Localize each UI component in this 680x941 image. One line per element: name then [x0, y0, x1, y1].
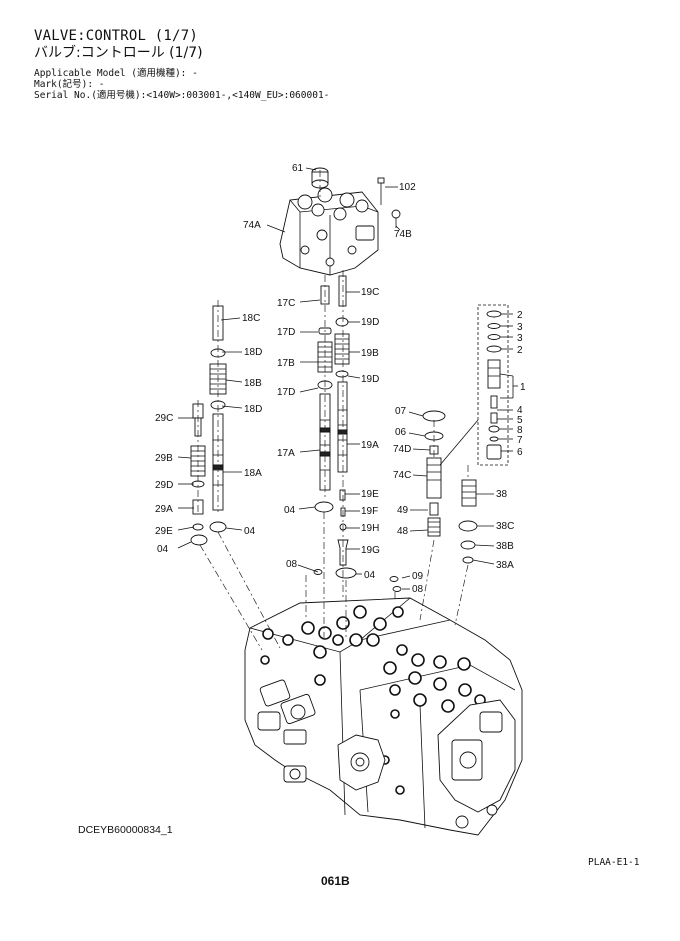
- valve-body: [244, 597, 523, 836]
- applicable-model: Applicable Model (適用機種): -: [34, 68, 198, 79]
- callout-38B: 38B: [496, 541, 514, 552]
- plaa-code: PLAA-E1-1: [588, 857, 640, 868]
- callout-19D-upper: 19D: [361, 317, 379, 328]
- callout-17C: 17C: [277, 298, 295, 309]
- part-group-38: [458, 479, 478, 564]
- page-number: 061B: [321, 874, 350, 888]
- callout-07: 07: [395, 406, 407, 417]
- mark-field: Mark(記号): -: [34, 79, 105, 90]
- kit-callout-3-top: 3: [517, 322, 523, 333]
- callout-18C: 18C: [242, 313, 260, 324]
- callout-18A: 18A: [244, 468, 262, 479]
- callout-17B: 17B: [277, 358, 295, 369]
- callout-19E: 19E: [361, 489, 379, 500]
- callout-19C: 19C: [361, 287, 379, 298]
- kit-callout-1: 1: [520, 382, 526, 393]
- title-english: VALVE:CONTROL (1/7): [34, 28, 198, 44]
- callout-19H: 19H: [361, 523, 379, 534]
- callout-29D: 29D: [155, 480, 173, 491]
- callout-29E: 29E: [155, 526, 173, 537]
- kit-callout-8: 8: [517, 425, 523, 436]
- callout-29A: 29A: [155, 504, 173, 515]
- callout-17D-lower: 17D: [277, 387, 295, 398]
- kit-callout-4: 4: [517, 405, 523, 416]
- callout-38: 38: [496, 489, 508, 500]
- leader-lines: [177, 167, 518, 590]
- serial-number: Serial No.(適用号機):<140W>:003001-,<140W_EU…: [34, 90, 330, 101]
- document-code: DCEYB60000834_1: [78, 824, 173, 836]
- kit-callout-3-bottom: 3: [517, 333, 523, 344]
- callout-61: 61: [292, 163, 304, 174]
- callout-09: 09: [412, 571, 424, 582]
- callout-06: 06: [395, 427, 407, 438]
- kit-callout-7: 7: [517, 435, 523, 446]
- part-group-74: [422, 410, 446, 537]
- title-japanese: バルブ:コントロール (1/7): [34, 45, 203, 61]
- callout-04-b: 04: [157, 544, 169, 555]
- callout-29B: 29B: [155, 453, 173, 464]
- callout-18B: 18B: [244, 378, 262, 389]
- callout-04-c: 04: [284, 505, 296, 516]
- callout-74D: 74D: [393, 444, 411, 455]
- callout-19D-lower: 19D: [361, 374, 379, 385]
- callout-49: 49: [397, 505, 409, 516]
- callout-74C: 74C: [393, 470, 411, 481]
- callout-19F: 19F: [361, 506, 378, 517]
- callout-17D-upper: 17D: [277, 327, 295, 338]
- callout-74B: 74B: [394, 229, 412, 240]
- callout-04-d: 04: [364, 570, 376, 581]
- callout-74A: 74A: [243, 220, 261, 231]
- callout-17A: 17A: [277, 448, 295, 459]
- kit-box: [477, 304, 509, 466]
- kit-callout-2-bottom: 2: [517, 345, 523, 356]
- header-block: VALVE:CONTROL (1/7) バルブ:コントロール (1/7) App…: [34, 28, 329, 101]
- callout-102: 102: [399, 182, 416, 193]
- spool-column-19: [334, 275, 357, 579]
- callout-19A: 19A: [361, 440, 379, 451]
- kit-callout-2-top: 2: [517, 310, 523, 321]
- callout-04-a: 04: [244, 526, 256, 537]
- callout-38C: 38C: [496, 521, 514, 532]
- callout-18D-upper: 18D: [244, 347, 262, 358]
- callout-08-left: 08: [286, 559, 298, 570]
- callout-08-right: 08: [412, 584, 424, 595]
- top-cover-74A: [279, 167, 401, 276]
- callout-48: 48: [397, 526, 409, 537]
- callout-38A: 38A: [496, 560, 514, 571]
- centre-lines: [197, 170, 469, 651]
- callout-18D-lower: 18D: [244, 404, 262, 415]
- kit-callout-6: 6: [517, 447, 523, 458]
- callout-19B: 19B: [361, 348, 379, 359]
- callout-labels: 61 102 74A 74B 18C 17C 19C 18D 17D 19D 1…: [155, 163, 526, 595]
- kit-callout-5: 5: [517, 415, 523, 426]
- callout-19G: 19G: [361, 545, 380, 556]
- callout-29C: 29C: [155, 413, 173, 424]
